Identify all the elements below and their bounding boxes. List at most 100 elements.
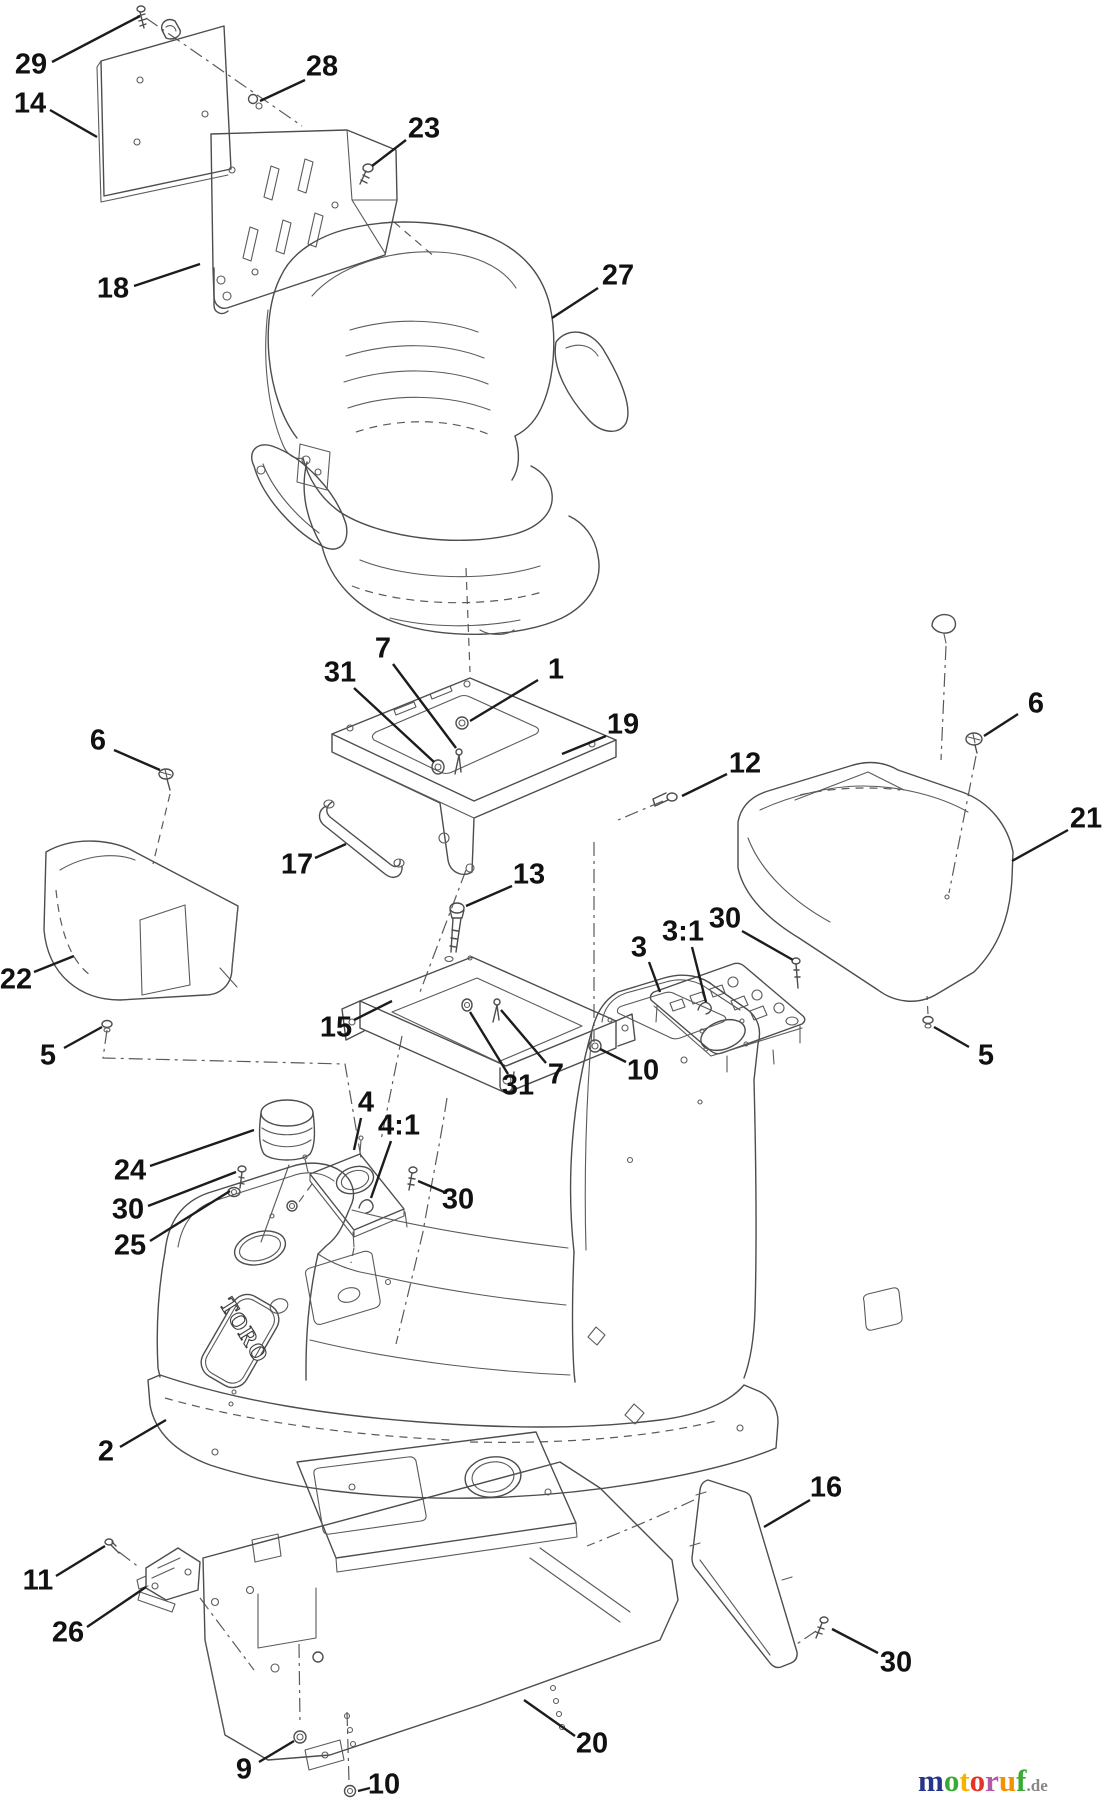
screw-30b (237, 1165, 247, 1189)
control-panel-3 (649, 962, 806, 1073)
leader-line-11 (55, 1544, 106, 1578)
pin-7a (454, 748, 463, 775)
screw-11 (104, 1538, 120, 1554)
bolt-23 (359, 163, 374, 185)
watermark-letter: o (969, 1763, 986, 1798)
leader-line-3:1 (690, 946, 708, 1003)
screw-6-left (158, 768, 174, 791)
washer-31b (461, 998, 473, 1012)
seat-27 (251, 221, 629, 636)
choke-hook-3-1 (697, 1001, 712, 1015)
leader-line-31 (353, 687, 435, 763)
part-label-14: 14 (14, 88, 46, 120)
leader-line-30 (147, 1170, 237, 1208)
cap-24 (258, 1099, 316, 1161)
watermark-logo-link[interactable]: motoruf.de (918, 1763, 1088, 1799)
part-label-3:1: 3:1 (662, 916, 704, 948)
latch-bracket-26 (136, 1547, 201, 1613)
watermark-letter: u (998, 1763, 1017, 1798)
leader-line-6 (113, 748, 161, 772)
leader-line-16 (763, 1498, 811, 1529)
part-label-16: 16 (810, 1472, 842, 1504)
part-label-24: 24 (114, 1155, 146, 1187)
part-label-13: 13 (513, 859, 545, 891)
part-label-4: 4 (358, 1087, 374, 1119)
leader-line-27 (551, 286, 599, 320)
watermark-letter: o (943, 1763, 960, 1798)
leader-line-2 (119, 1418, 167, 1449)
leader-line-31 (468, 1011, 510, 1075)
part-label-27: 27 (602, 260, 634, 292)
tray-15 (341, 955, 636, 1094)
leader-line-1 (469, 678, 539, 723)
leader-line-23 (371, 139, 407, 167)
fastener-5-right (922, 1015, 934, 1029)
base-plate-20 (202, 1461, 679, 1771)
side-panel-16 (689, 1479, 798, 1669)
leader-line-14 (49, 108, 98, 139)
leader-line-15 (353, 999, 393, 1022)
part-label-21: 21 (1070, 803, 1102, 835)
leader-line-19 (561, 734, 607, 756)
leader-line-21 (1011, 828, 1069, 863)
screw-6-right (965, 732, 983, 754)
part-label-31: 31 (502, 1070, 534, 1102)
part-label-30: 30 (880, 1647, 912, 1679)
platform-20 (251, 1431, 578, 1573)
leader-line-20 (523, 1699, 576, 1737)
part-label-30: 30 (442, 1184, 474, 1216)
leader-line-10 (357, 1786, 371, 1793)
leader-line-7 (392, 663, 457, 749)
cap-boss-21 (931, 613, 957, 644)
leader-line-30 (417, 1179, 445, 1194)
leader-line-24 (149, 1128, 255, 1168)
part-label-23: 23 (408, 113, 440, 145)
leader-line-12 (681, 772, 728, 798)
watermark-word: motoruf (918, 1763, 1027, 1798)
backrest-panel-14 (96, 18, 232, 203)
part-label-18: 18 (97, 273, 129, 305)
leader-line-7 (500, 1009, 547, 1064)
leader-line-22 (33, 954, 75, 974)
leader-line-29 (51, 14, 141, 64)
part-label-9: 9 (236, 1754, 252, 1786)
watermark-letter: m (918, 1763, 944, 1798)
cover-21 (737, 761, 1014, 1002)
washer-31a (431, 759, 445, 775)
handle-17 (318, 799, 405, 878)
leader-line-4:1 (369, 1140, 393, 1199)
leader-line-4 (352, 1117, 363, 1151)
watermark-suffix: .de (1026, 1776, 1048, 1795)
leader-line-28 (259, 78, 306, 103)
part-label-30: 30 (112, 1194, 144, 1226)
mount-plate-4 (302, 1135, 408, 1248)
part-label-26: 26 (52, 1617, 84, 1649)
part-label-11: 11 (23, 1565, 54, 1597)
part-label-12: 12 (729, 748, 761, 780)
cover-22 (43, 840, 239, 1001)
seat-bracket-18 (210, 129, 398, 315)
leader-line-13 (465, 884, 513, 908)
leader-line-26 (86, 1586, 147, 1628)
part-label-29: 29 (15, 49, 47, 81)
part-label-31: 31 (324, 657, 356, 689)
watermark-letter: r (985, 1763, 999, 1798)
leader-line-18 (133, 262, 201, 288)
leader-line-30 (831, 1627, 879, 1655)
screw-30a (791, 957, 801, 989)
part-label-30: 30 (709, 903, 741, 935)
part-label-7: 7 (375, 633, 391, 665)
part-label-15: 15 (320, 1012, 352, 1044)
bolt-12 (652, 792, 678, 807)
fastener-28 (247, 93, 263, 110)
bolt-13 (444, 902, 465, 963)
part-label-28: 28 (306, 51, 338, 83)
nut-10b (343, 1784, 357, 1798)
part-label-3: 3 (631, 932, 647, 964)
pin-7b (492, 998, 501, 1023)
screw-30c (407, 1166, 418, 1191)
hook-4-1 (358, 1199, 374, 1214)
watermark-letter: f (1016, 1763, 1027, 1798)
